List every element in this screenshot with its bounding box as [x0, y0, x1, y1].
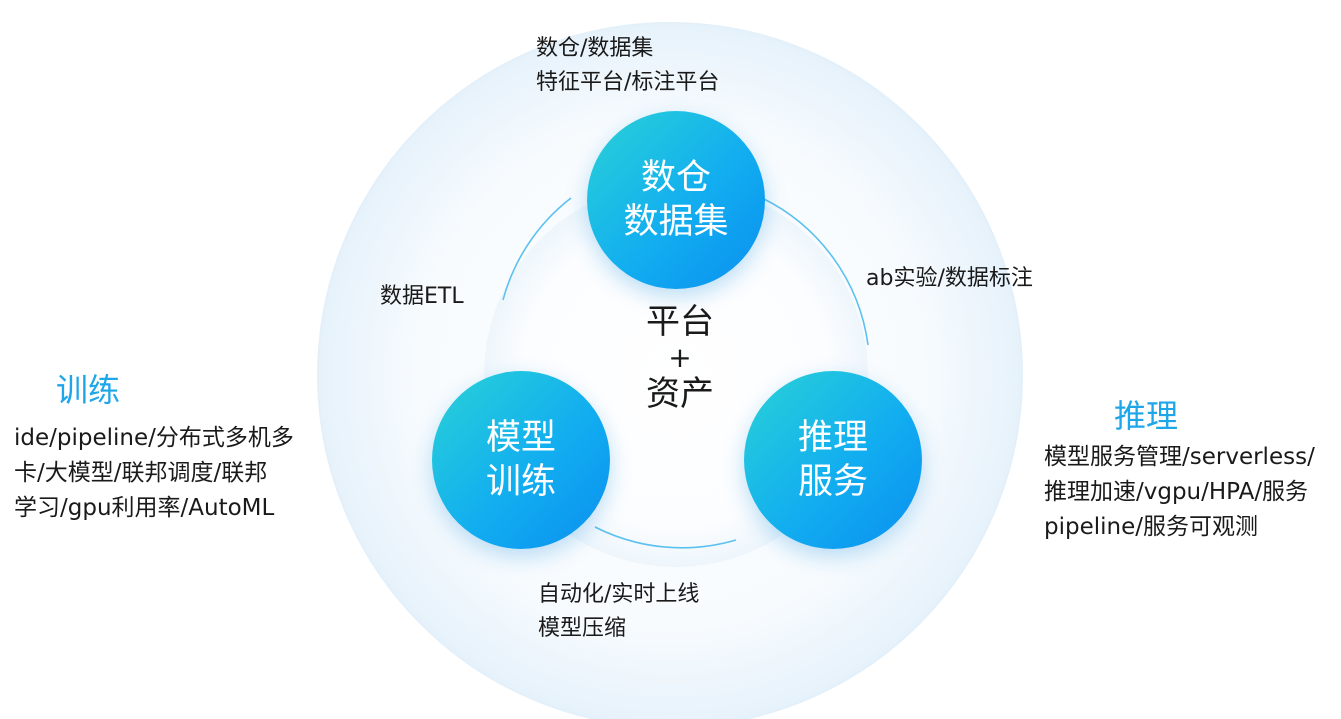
left-panel-line1: ide/pipeline/分布式多机多	[14, 425, 294, 451]
center-label: 平台 + 资产	[620, 300, 740, 416]
left-panel-title: 训练	[56, 371, 121, 409]
center-line1: 平台	[646, 302, 714, 342]
node-inference-service: 推理 服务	[744, 371, 922, 549]
right-panel-title: 推理	[1114, 397, 1179, 435]
left-panel-line3: 学习/gpu利用率/AutoML	[14, 495, 275, 521]
left-panel-line2: 卡/大模型/联邦调度/联邦	[14, 460, 268, 486]
arc-top-left	[502, 197, 572, 301]
right-panel-line3: pipeline/服务可观测	[1044, 514, 1258, 540]
edge-label-bottom-line2: 模型压缩	[538, 616, 627, 641]
top-annotation-line1: 数仓/数据集	[536, 36, 654, 61]
node-model-training: 模型 训练	[432, 371, 610, 549]
edge-label-bottom-line1: 自动化/实时上线	[538, 582, 700, 607]
edge-label-bottom: 自动化/实时上线 模型压缩	[538, 578, 699, 646]
node-left-line1: 模型	[485, 418, 556, 458]
node-data-warehouse: 数仓 数据集	[587, 111, 765, 289]
edge-label-data-etl: 数据ETL	[380, 284, 464, 309]
left-panel-text: ide/pipeline/分布式多机多 卡/大模型/联邦调度/联邦 学习/gpu…	[14, 421, 294, 526]
top-annotation: 数仓/数据集 特征平台/标注平台	[536, 32, 719, 100]
top-annotation-line2: 特征平台/标注平台	[536, 70, 720, 95]
edge-label-ab-test: ab实验/数据标注	[866, 266, 1033, 291]
center-line3: 资产	[646, 374, 714, 414]
node-right-line2: 服务	[797, 462, 868, 502]
node-top-line2: 数据集	[623, 202, 729, 242]
arc-bottom	[594, 526, 737, 549]
right-panel-line1: 模型服务管理/serverless/	[1044, 444, 1315, 470]
node-left-line2: 训练	[485, 462, 556, 502]
arc-top-right	[761, 197, 869, 346]
center-plus: +	[668, 341, 692, 374]
node-top-line1: 数仓	[640, 158, 711, 198]
right-panel-line2: 推理加速/vgpu/HPA/服务	[1044, 479, 1309, 505]
node-right-line1: 推理	[797, 418, 868, 458]
right-panel-text: 模型服务管理/serverless/ 推理加速/vgpu/HPA/服务 pipe…	[1044, 440, 1315, 545]
